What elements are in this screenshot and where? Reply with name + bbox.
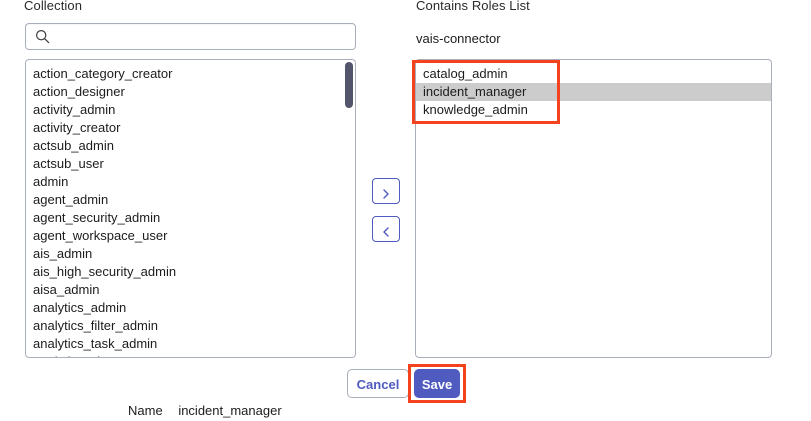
list-item[interactable]: analytics_task_admin	[33, 336, 158, 351]
list-item[interactable]: aisa_admin	[33, 282, 100, 297]
list-item[interactable]: admin	[33, 174, 69, 189]
name-detail-value: incident_manager	[178, 403, 282, 418]
list-item[interactable]: ais_high_security_admin	[33, 264, 177, 279]
move-right-button[interactable]	[372, 178, 400, 204]
list-item[interactable]: activity_creator	[33, 120, 121, 135]
chevron-right-icon	[373, 188, 399, 200]
list-item[interactable]: catalog_admin	[423, 66, 508, 81]
name-detail-label: Name	[128, 403, 163, 418]
cancel-button[interactable]: Cancel	[347, 369, 409, 398]
list-item[interactable]: agent_security_admin	[33, 210, 161, 225]
list-item[interactable]: action_designer	[33, 84, 125, 99]
list-item[interactable]: analytics_admin	[33, 300, 127, 315]
search-field-wrapper[interactable]	[25, 23, 356, 50]
list-item[interactable]: analytics_viewer	[26, 353, 355, 357]
available-roles-scrollbar[interactable]	[343, 60, 355, 357]
subject-name-text: vais-connector	[416, 31, 501, 46]
list-item[interactable]: activity_admin	[33, 102, 116, 117]
contains-roles-list-column-label: Contains Roles List	[416, 0, 530, 13]
list-item[interactable]: analytics_filter_admin	[33, 318, 159, 333]
collection-column-label: Collection	[24, 0, 83, 13]
list-item[interactable]: actsub_admin	[33, 138, 114, 153]
list-item[interactable]: action_category_creator	[33, 66, 173, 81]
list-item[interactable]: ais_admin	[33, 246, 93, 261]
list-item[interactable]: knowledge_admin	[423, 102, 528, 117]
search-icon	[35, 29, 50, 44]
name-detail-row: Name incident_manager	[128, 403, 282, 418]
save-button[interactable]: Save	[414, 369, 460, 398]
chevron-left-icon	[373, 226, 399, 238]
move-left-button[interactable]	[372, 216, 400, 242]
search-input[interactable]	[50, 24, 355, 49]
list-item[interactable]: agent_admin	[33, 192, 109, 207]
available-roles-scrollbar-thumb[interactable]	[345, 62, 353, 108]
list-item[interactable]: agent_workspace_user	[33, 228, 168, 243]
list-item[interactable]: actsub_user	[33, 156, 104, 171]
list-item[interactable]: incident_manager	[416, 83, 771, 101]
